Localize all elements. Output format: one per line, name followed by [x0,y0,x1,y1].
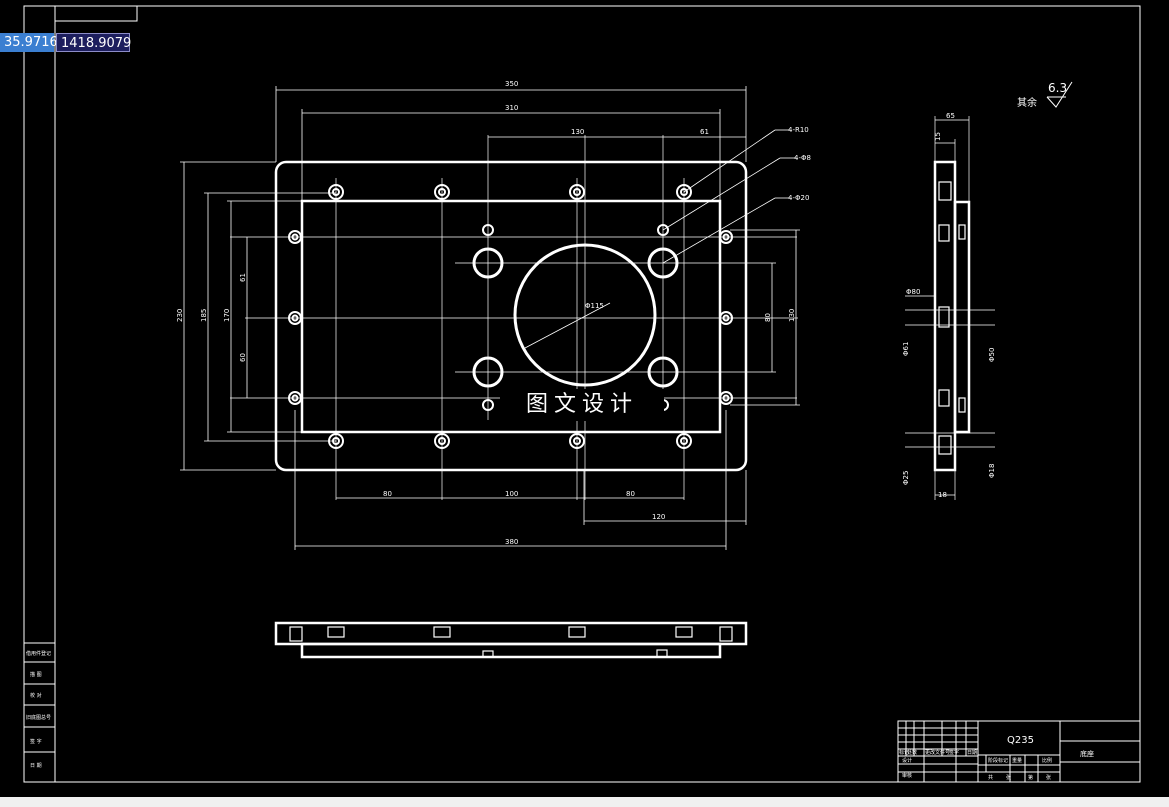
tb-sheet-label-1: 张 [1006,774,1011,781]
tb-stage-label-0: 阶段标记 [988,757,1008,764]
center-bore-label: Φ115 [585,302,604,310]
part-name: 底座 [1080,749,1094,758]
dim-left-0: 230 [176,309,184,322]
leader-2: 4-Φ20 [788,194,809,202]
tb-sheet-label-0: 共 [988,774,993,781]
dim-bottom-3: 120 [652,513,665,521]
coordinate-y-input[interactable]: 1418.9079 [56,33,131,52]
dim-left-2: 170 [223,309,231,322]
plate-front-view [274,160,748,472]
leader-1: 4-Φ8 [794,154,811,162]
left-panel-label-2: 校 对 [30,692,42,699]
tb-row-label-0: 标记 [899,749,909,756]
tb-row-label-4: 日期 [967,750,977,756]
left-info-panel [23,642,56,783]
tb-stage-label-2: 比例 [1042,757,1052,764]
side-dim-2: Φ80 [906,288,920,296]
side-dim-0: 65 [946,112,955,120]
tb-row-label-1: 处数 [907,749,917,756]
left-panel-label-4: 签 字 [30,738,42,745]
dim-bottom-0: 80 [383,490,392,498]
tb-sheet-label-3: 张 [1046,774,1051,781]
dim-top-3: 61 [700,128,709,136]
tb-row-label-3: 签字 [949,749,959,756]
dim-bottom-4: 380 [505,538,518,546]
side-dim-5: Φ25 [902,471,910,485]
dim-top-2: 130 [571,128,584,136]
tb-sign-label-1: 审核 [902,772,912,779]
plate-section-view [274,621,748,659]
left-panel-label-3: 旧底图总号 [26,714,51,721]
material-label: Q235 [1007,735,1034,746]
dim-bottom-1: 100 [505,490,518,498]
tb-stage-label-1: 重量 [1012,757,1022,764]
dim-left-1: 185 [200,309,208,322]
dim-top-0: 350 [505,80,518,88]
roughness-label: 其余 [1017,96,1037,109]
top-tag-box [54,5,138,22]
tb-sheet-label-2: 第 [1028,774,1033,781]
dim-left-4: 60 [239,353,247,362]
watermark-text: 图文设计 [500,389,664,421]
status-strip [0,797,1169,807]
coordinate-x-input[interactable]: 35.9716 [0,33,58,52]
roughness-symbol [1046,81,1073,108]
center-bore [513,243,657,387]
tb-sign-label-0: 设计 [902,757,912,764]
dim-top-1: 310 [505,104,518,112]
side-dim-4: Φ50 [988,348,996,362]
left-panel-label-5: 日 期 [30,763,42,769]
dim-bottom-2: 80 [626,490,635,498]
dim-right-0: 80 [764,313,772,322]
side-dim-6: Φ18 [988,464,996,478]
left-panel-label-0: 借用件登记 [26,650,51,657]
leader-0: 4-R10 [788,126,809,134]
side-dim-7: 18 [938,491,947,499]
left-panel-label-1: 描 图 [30,671,42,678]
side-dim-3: Φ61 [902,342,910,356]
title-block [897,720,1141,783]
dim-left-3: 61 [239,273,247,282]
side-dim-1: 15 [934,132,942,141]
tb-row-label-2: 更改文件号 [925,749,950,756]
plate-side-view [933,160,971,472]
roughness-value: 6.3 [1048,81,1067,95]
dim-right-1: 130 [788,309,796,322]
